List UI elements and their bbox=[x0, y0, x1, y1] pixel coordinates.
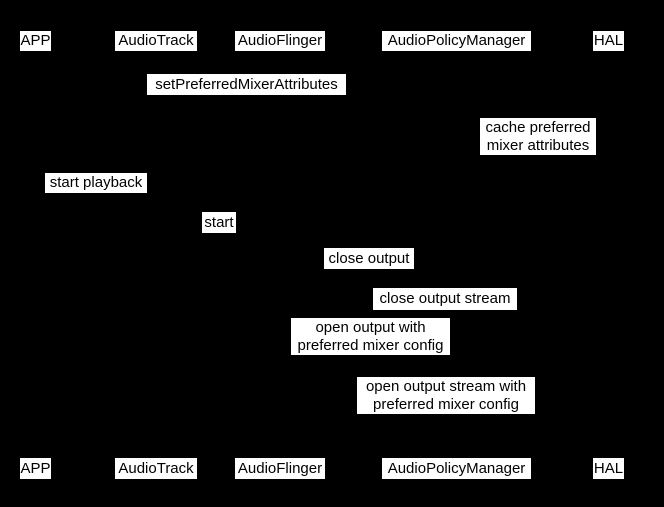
participant-app-bottom: APP bbox=[20, 458, 51, 479]
participant-hal-top: HAL bbox=[593, 31, 624, 51]
participant-audiopolicymanager-bottom: AudioPolicyManager bbox=[382, 458, 531, 479]
participant-audiopolicymanager-top: AudioPolicyManager bbox=[382, 31, 531, 51]
message-open-output-stream-with-preferred-mixer-config: open output stream with preferred mixer … bbox=[357, 377, 535, 414]
participant-app-top: APP bbox=[20, 31, 51, 51]
participant-hal-bottom: HAL bbox=[593, 458, 624, 479]
message-close-output-stream: close output stream bbox=[373, 288, 517, 310]
message-open-output-with-preferred-mixer-config: open output with preferred mixer config bbox=[291, 318, 450, 355]
participant-audiotrack-top: AudioTrack bbox=[115, 31, 197, 51]
participant-audioflinger-bottom: AudioFlinger bbox=[235, 458, 325, 479]
message-start-playback: start playback bbox=[45, 173, 147, 193]
message-set-preferred-mixer-attributes: setPreferredMixerAttributes bbox=[147, 74, 346, 95]
message-close-output: close output bbox=[324, 248, 414, 269]
participant-audiotrack-bottom: AudioTrack bbox=[115, 458, 197, 479]
message-start: start bbox=[202, 212, 236, 233]
participant-audioflinger-top: AudioFlinger bbox=[235, 31, 325, 51]
message-cache-preferred-mixer-attributes: cache preferred mixer attributes bbox=[480, 118, 596, 155]
